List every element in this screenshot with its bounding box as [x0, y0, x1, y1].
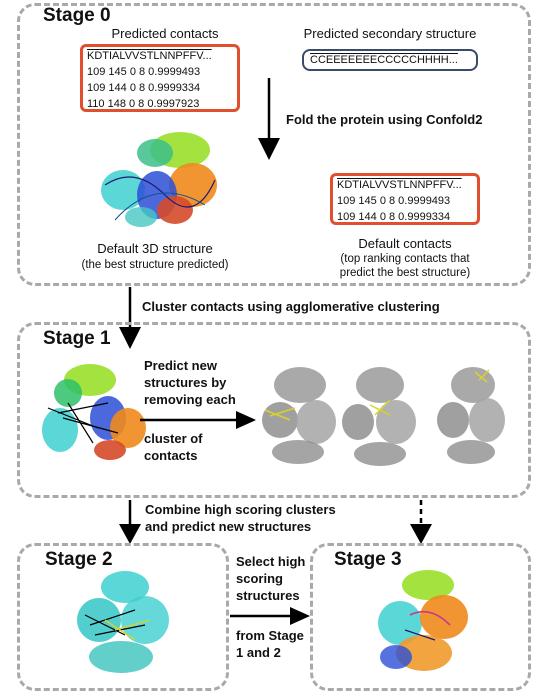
fold-note: Fold the protein using Confold2 — [286, 112, 483, 127]
ss-sequence: CCEEEEEEECCCCCHHHH... — [310, 54, 458, 66]
default-contacts-sub2: predict the best structure) — [339, 267, 471, 279]
select-note-1: Select high — [236, 554, 306, 569]
stage1-note-3: removing each — [144, 392, 236, 407]
stage-3-box — [310, 543, 531, 691]
default-contact-row: 109 145 0 8 0.9999493 — [337, 195, 451, 207]
protein-structure-gray-1 — [262, 367, 336, 464]
stage1-note-1: Predict new — [144, 358, 217, 373]
protein-structure-default — [101, 132, 217, 227]
stage-0-title: Stage 0 — [43, 5, 111, 26]
combine-arrow — [119, 500, 141, 544]
contact-sequence: KDTIALVVSTLNNPFFV... — [87, 50, 212, 62]
stage1-note-2: structures by — [144, 375, 227, 390]
protein-structure-gray-2 — [342, 367, 416, 466]
default-contacts-sub1: (top ranking contacts that — [340, 253, 470, 265]
direct-dashed-arrow — [410, 500, 432, 544]
stage-2-title: Stage 2 — [45, 549, 113, 570]
select-note-3: structures — [236, 588, 300, 603]
select-note-5: 1 and 2 — [236, 645, 281, 660]
default-3d-sub: (the best structure predicted) — [81, 259, 229, 271]
default-3d-label: Default 3D structure — [97, 241, 213, 256]
select-note-4: from Stage — [236, 628, 304, 643]
remove-cluster-arrow — [140, 411, 256, 429]
predicted-ss-label: Predicted secondary structure — [303, 26, 477, 41]
default-contacts-label: Default contacts — [358, 236, 452, 251]
stage1-note-5: contacts — [144, 448, 198, 463]
default-contacts-box: KDTIALVVSTLNNPFFV... 109 145 0 8 0.99994… — [330, 173, 480, 225]
default-contact-sequence: KDTIALVVSTLNNPFFV... — [337, 179, 462, 191]
contact-row: 109 145 0 8 0.9999493 — [87, 66, 201, 78]
predicted-contacts-box: KDTIALVVSTLNNPFFV... 109 145 0 8 0.99994… — [80, 44, 240, 112]
protein-structure-stage2 — [77, 571, 169, 673]
cluster-note: Cluster contacts using agglomerative clu… — [142, 299, 440, 314]
predicted-ss-box: CCEEEEEEECCCCCHHHH... — [302, 49, 478, 71]
fold-arrow — [258, 78, 280, 160]
contact-row: 109 144 0 8 0.9999334 — [87, 82, 201, 94]
stage-1-box — [17, 322, 531, 498]
protein-structure-gray-3 — [437, 367, 505, 464]
select-note-2: scoring — [236, 571, 283, 586]
stage-1-title: Stage 1 — [43, 328, 111, 349]
combine-note-2: and predict new structures — [145, 519, 312, 534]
protein-structure-stage1 — [42, 364, 146, 460]
predicted-contacts-label: Predicted contacts — [111, 26, 219, 41]
stage1-note-4: cluster of — [144, 431, 203, 446]
default-contact-row: 109 144 0 8 0.9999334 — [337, 211, 451, 223]
select-arrow — [230, 607, 310, 625]
stage-3-title: Stage 3 — [334, 549, 402, 570]
stage-0-box — [17, 3, 531, 286]
combine-note-1: Combine high scoring clusters — [145, 502, 336, 517]
protein-structure-stage3 — [378, 570, 468, 671]
contact-row: 110 148 0 8 0.9997923 — [87, 98, 200, 110]
stage-2-box — [17, 543, 229, 691]
